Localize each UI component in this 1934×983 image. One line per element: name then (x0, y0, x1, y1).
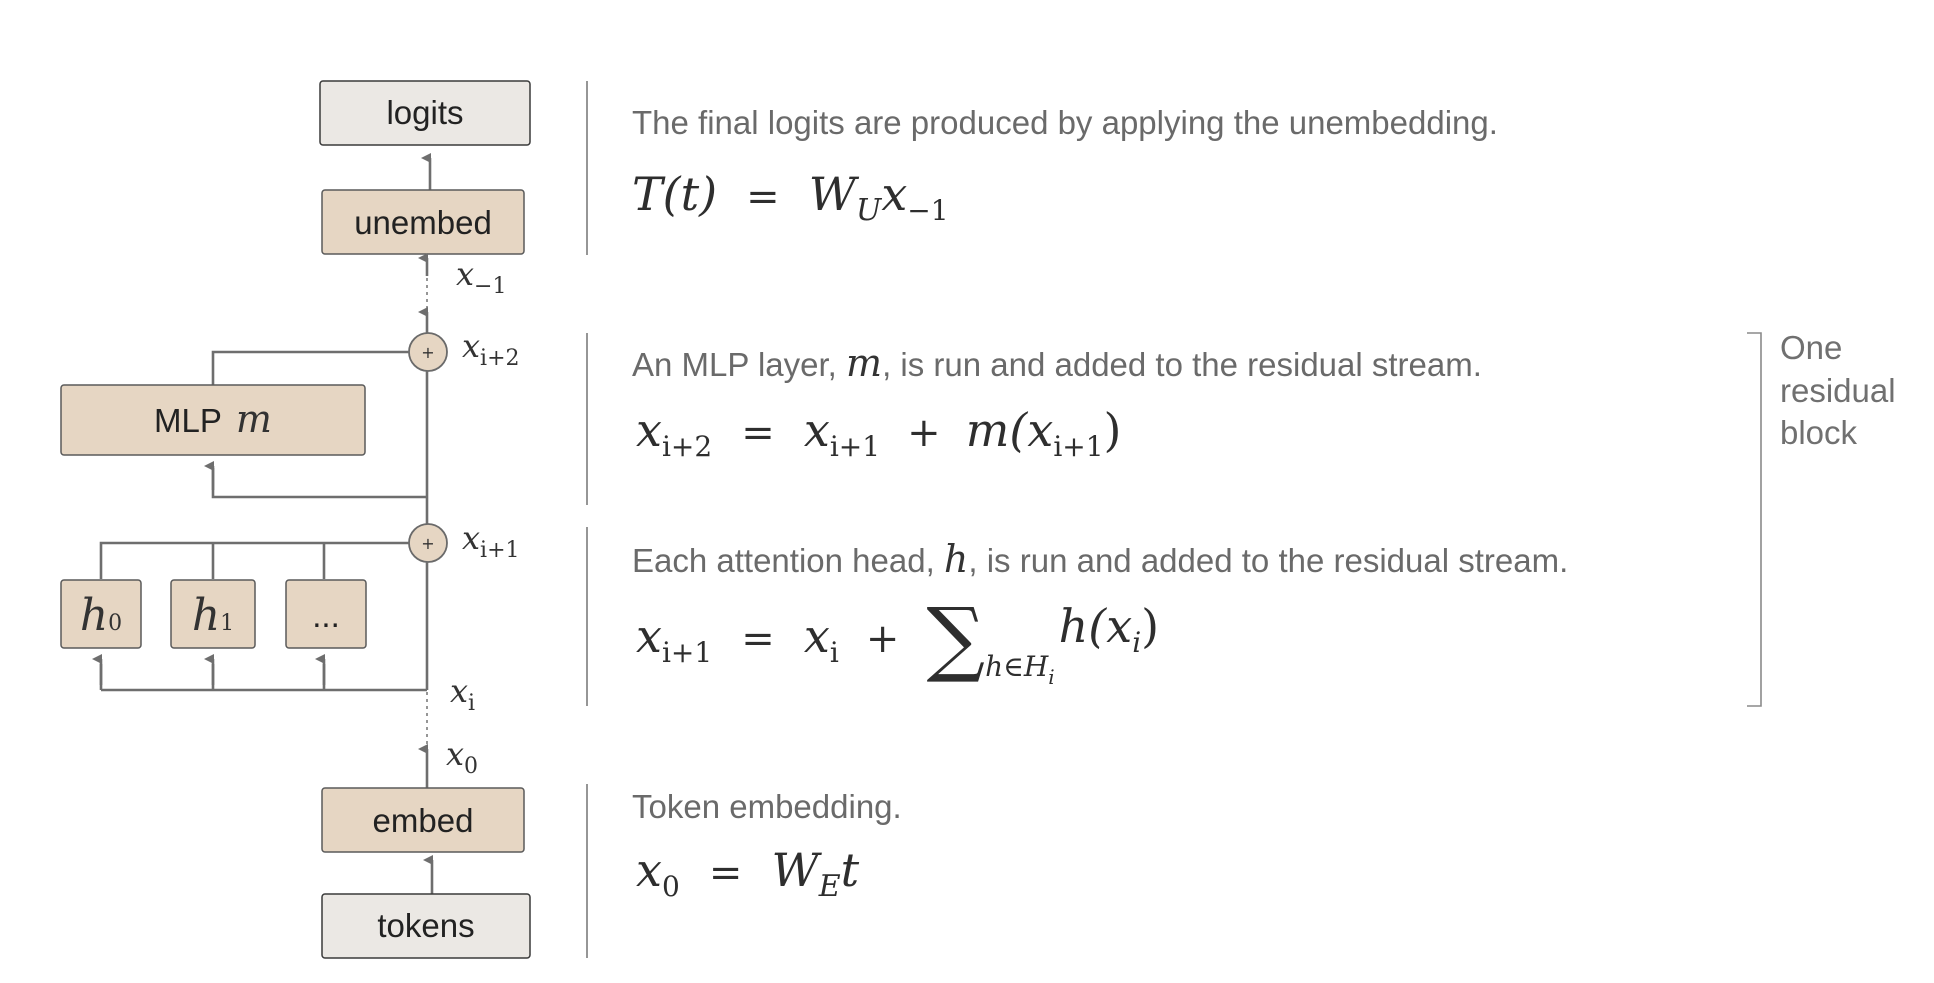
mlp-input-wire (211, 468, 427, 499)
mlp-output-wire (211, 350, 409, 385)
attention-description: Each attention head, h, is run and added… (632, 537, 1568, 581)
heads-output-wire (99, 541, 409, 579)
stream-label-x-0: x0 (446, 735, 478, 779)
stream-label-x-i: xi (450, 672, 475, 716)
residual-block-bracket (1747, 332, 1762, 707)
embed-box: embed (321, 787, 525, 853)
stream-label-x-i1: xi+1 (462, 519, 520, 563)
residual-block-label-3: block (1780, 414, 1858, 451)
unembed-description: The final logits are produced by applyin… (632, 104, 1498, 141)
plus-icon-lower: + (421, 534, 434, 553)
attention-head-more: ... (285, 579, 367, 649)
attention-head-1: h1 (170, 579, 256, 649)
unembed-equation: T(t) = WUx−1 (632, 167, 949, 228)
svg-text:...: ... (312, 597, 340, 634)
embed-description: Token embedding. (632, 788, 902, 825)
unembed-label: unembed (354, 204, 492, 241)
residual-add-lower: + (408, 523, 448, 563)
residual-add-upper: + (408, 332, 448, 372)
stream-label-x-last: x−1 (456, 255, 506, 299)
attention-head-0: h0 (60, 579, 142, 649)
svg-text:h1: h1 (192, 590, 234, 641)
attention-equation: xi+1 = xi + ∑h∈Hih(xi) (636, 591, 1159, 689)
unembed-box: unembed (321, 189, 525, 255)
mlp-description: An MLP layer, m, is run and added to the… (632, 341, 1482, 385)
heads-input-wire (99, 664, 427, 692)
mlp-equation: xi+2 = xi+1 + m(xi+1) (636, 403, 1122, 463)
svg-text:h0: h0 (80, 590, 122, 641)
embed-label: embed (373, 802, 474, 839)
stream-label-x-i2: xi+2 (462, 327, 520, 371)
residual-block-label-2: residual (1780, 372, 1896, 409)
plus-icon-upper: + (421, 343, 434, 362)
embed-equation: x0 = WEt (636, 843, 860, 904)
tokens-box: tokens (321, 893, 531, 959)
tokens-label: tokens (377, 907, 474, 944)
residual-block-label-1: One (1780, 329, 1842, 366)
logits-label: logits (386, 94, 463, 131)
logits-box: logits (319, 80, 531, 146)
